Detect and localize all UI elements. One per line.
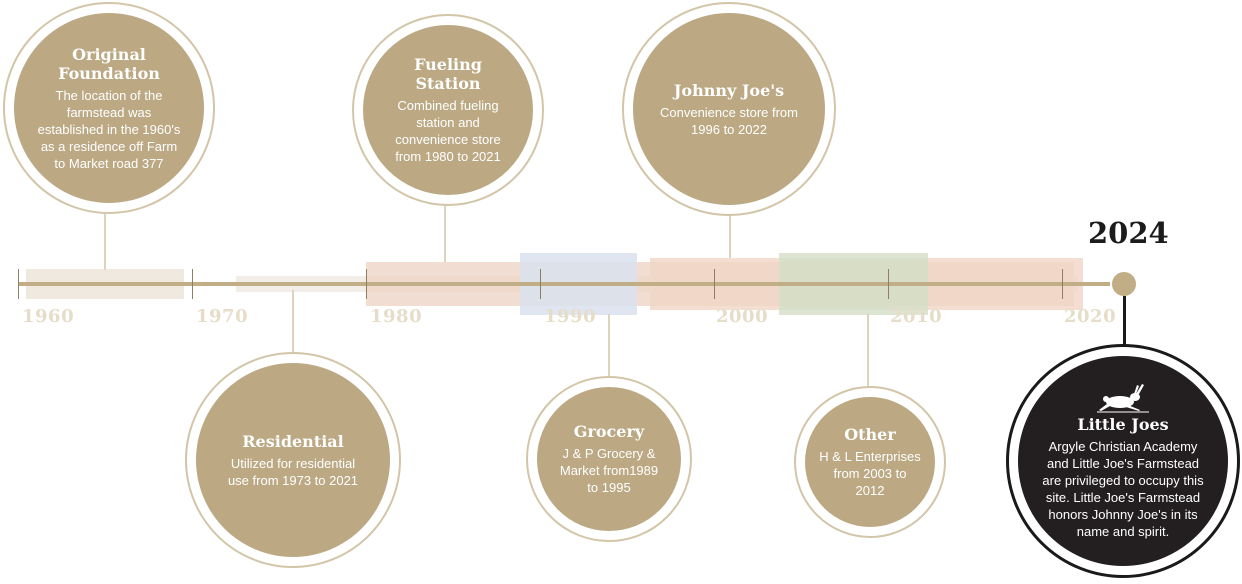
milestone-other: Other H & L Enterprises from 2003 to 201… [794, 386, 946, 538]
timeline-end-marker [1112, 272, 1136, 296]
connector-other [867, 314, 869, 390]
connector-residential [292, 290, 294, 356]
axis-tick [366, 269, 367, 299]
end-year-label: 2024 [1088, 216, 1169, 250]
timeline-axis [18, 282, 1110, 286]
axis-tick [18, 269, 19, 299]
milestone-description: Convenience store from 1996 to 2022 [659, 104, 798, 137]
axis-tick [540, 269, 541, 299]
milestone-description: The location of the farmstead was establ… [37, 87, 181, 171]
milestone-description: Utilized for residential use from 1973 t… [227, 455, 359, 488]
connector-little-joes [1123, 296, 1126, 346]
milestone-fueling-station: Fueling Station Combined fueling station… [352, 14, 544, 206]
milestone-title: Residential [242, 431, 344, 451]
milestone-johnny-joes: Johnny Joe's Convenience store from 1996… [622, 2, 836, 216]
rabbit-icon [1097, 383, 1149, 412]
year-label-1960: 1960 [22, 306, 75, 327]
milestone-description: J & P Grocery & Market from1989 to 1995 [559, 446, 659, 495]
year-label-1970: 1970 [196, 306, 249, 327]
milestone-grocery: Grocery J & P Grocery & Market from1989 … [526, 376, 692, 542]
connector-original-foundation [104, 214, 106, 270]
milestone-title: Grocery [573, 422, 645, 441]
connector-fueling-station [444, 204, 446, 262]
axis-tick [888, 269, 889, 299]
connector-johnny-joes [729, 214, 731, 258]
milestone-description: Combined fueling station and convenience… [395, 98, 501, 164]
year-label-2010: 2010 [890, 306, 943, 327]
year-label-1990: 1990 [544, 306, 597, 327]
milestone-residential: Residential Utilized for residential use… [185, 352, 401, 568]
milestone-title: Other [844, 425, 896, 444]
axis-tick [1062, 269, 1063, 299]
axis-tick [192, 269, 193, 299]
milestone-description: Argyle Christian Academy and Little Joe'… [1042, 438, 1204, 539]
year-label-1980: 1980 [370, 306, 423, 327]
year-label-2020: 2020 [1064, 306, 1117, 327]
milestone-description: H & L Enterprises from 2003 to 2012 [819, 449, 921, 498]
axis-tick [714, 269, 715, 299]
connector-grocery [608, 314, 610, 378]
milestone-title: Fueling Station [414, 55, 482, 93]
year-label-2000: 2000 [716, 306, 769, 327]
milestone-title: Little Joes [1077, 414, 1169, 434]
milestone-title: Original Foundation [58, 44, 160, 83]
milestone-little-joes: Little Joes Argyle Christian Academy and… [1006, 344, 1240, 578]
milestone-title: Johnny Joe's [673, 80, 785, 100]
milestone-original-foundation: Original Foundation The location of the … [3, 2, 215, 214]
